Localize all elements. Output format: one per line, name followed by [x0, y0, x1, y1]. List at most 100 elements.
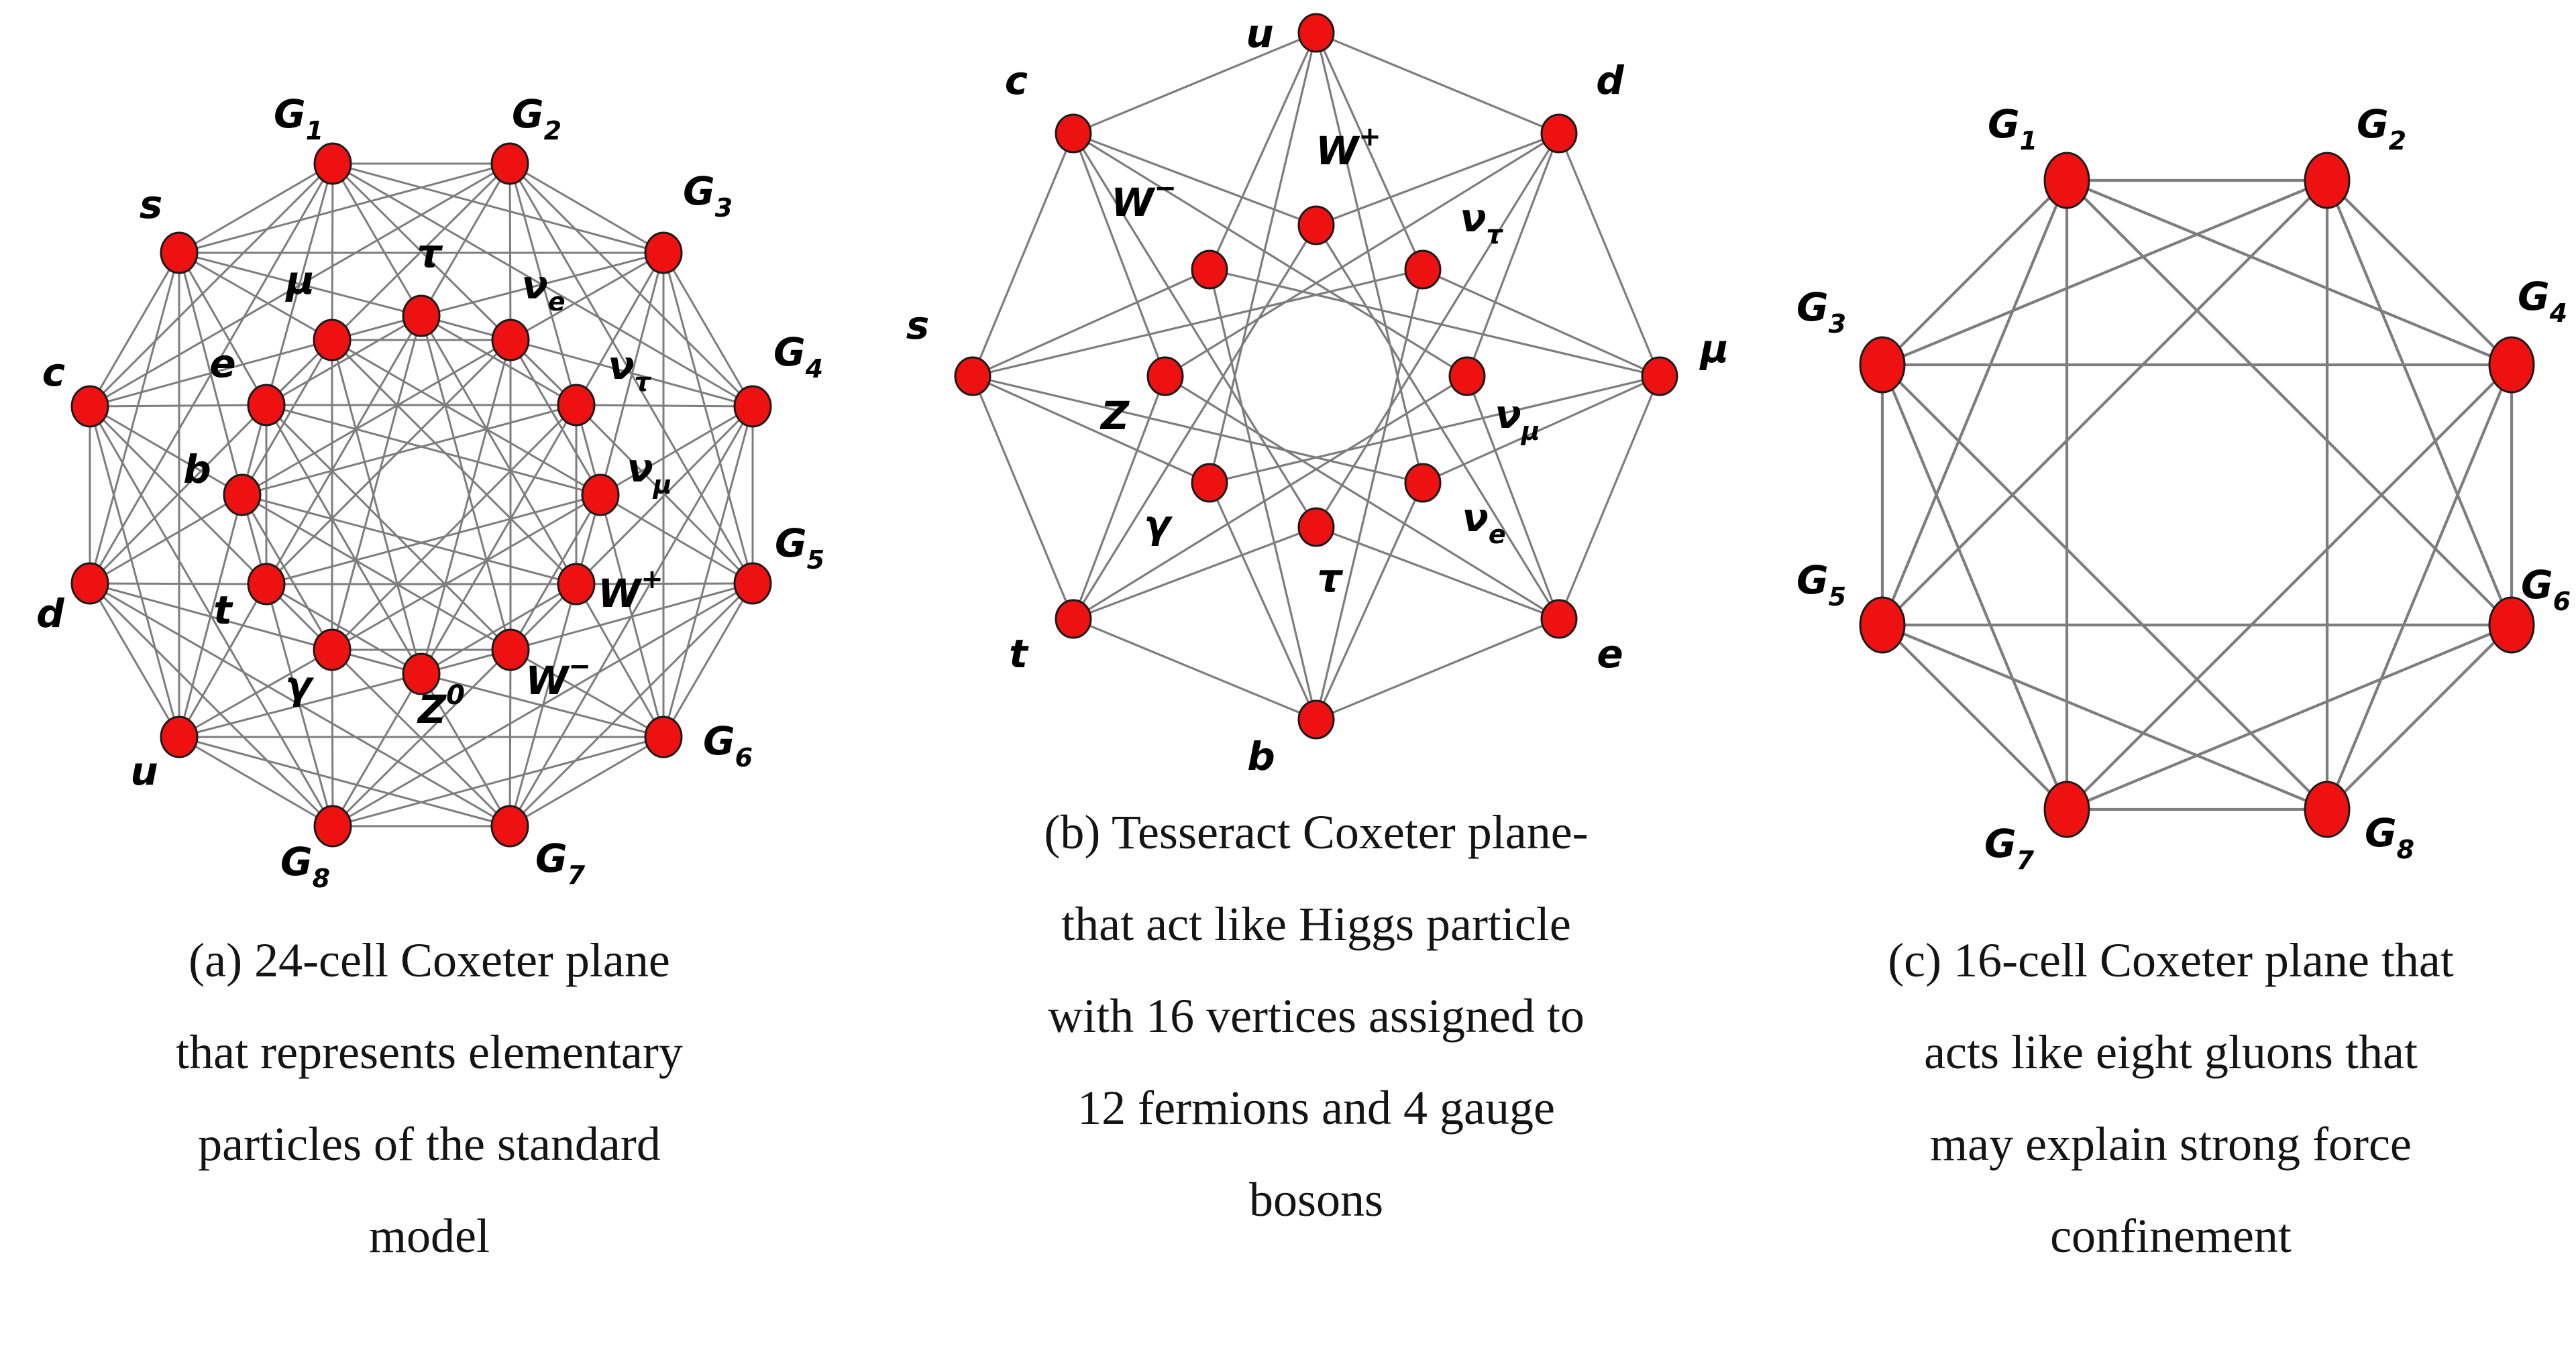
vertex-c-G8 — [2304, 781, 2351, 838]
vertex-b-numu — [1448, 356, 1486, 396]
edge-a-d-b — [89, 494, 243, 585]
edge-a-u-b — [178, 494, 244, 738]
edge-a-G4-wplus — [575, 405, 754, 585]
caption-line: model — [369, 1209, 490, 1263]
edge-a-nue-numu — [509, 339, 602, 496]
vertex-c-G7 — [2043, 781, 2090, 838]
vertex-c-G1 — [2043, 152, 2090, 209]
vertex-a-nutau — [557, 384, 596, 426]
vertex-a-s — [160, 231, 199, 274]
vertex-label-a-wplus: W+ — [598, 564, 663, 616]
edge-a-G8-t — [265, 583, 334, 827]
vertex-label-a-u: u — [130, 748, 158, 794]
edge-b-gamma-s — [972, 375, 1210, 484]
vertex-label-a-G6: G6 — [703, 718, 753, 773]
vertex-label-b-tau: τ — [1317, 555, 1343, 601]
vertex-a-wminus — [491, 628, 530, 671]
edge-a-wminus-b — [241, 494, 511, 651]
edge-a-G6-G7 — [509, 736, 664, 828]
edge-b-nue-b — [1315, 482, 1424, 720]
vertex-a-G1 — [313, 142, 352, 185]
vertex-label-b-b: b — [1247, 734, 1275, 779]
edge-a-mu-wplus — [331, 339, 578, 585]
edge-b-d-mu — [1558, 133, 1661, 377]
edge-a-gamma-tau — [331, 315, 423, 650]
vertex-label-a-G2: G2 — [512, 91, 561, 146]
vertex-label-a-gamma: γ — [285, 663, 314, 708]
edge-b-e-wplus — [1315, 225, 1560, 620]
edge-b-u-gamma — [1208, 32, 1318, 483]
caption-line: (b) Tesseract Coxeter plane- — [1044, 805, 1589, 859]
vertex-label-b-e: e — [1597, 631, 1623, 677]
vertex-a-G8 — [313, 805, 352, 848]
edge-b-u-nue — [1315, 32, 1424, 483]
edge-b-s-nutau — [972, 268, 1424, 378]
edge-a-e-numu — [266, 404, 601, 496]
edge-a-u-gamma — [178, 648, 333, 738]
edge-a-G3-nutau — [575, 252, 665, 406]
edge-a-numu-wminus — [509, 494, 602, 650]
edge-a-G7-z0 — [420, 673, 511, 827]
edge-c-G1-G3 — [1881, 179, 2068, 366]
vertex-label-a-G1: G1 — [274, 91, 323, 146]
edge-a-G3-numu — [599, 252, 665, 496]
vertex-label-b-nutau: ντ — [1460, 195, 1504, 249]
edge-a-G7-wminus — [508, 649, 512, 827]
vertex-label-a-t: t — [213, 587, 233, 633]
edge-a-G8-gamma — [331, 649, 334, 827]
vertex-a-G5 — [733, 562, 772, 605]
vertex-label-a-b: b — [183, 447, 211, 492]
vertex-label-a-e: e — [209, 341, 235, 386]
edge-b-c-tau — [1072, 133, 1318, 528]
vertex-b-nutau — [1404, 249, 1442, 290]
edge-b-wminus-s — [972, 268, 1210, 378]
vertex-label-c-G8: G8 — [2365, 810, 2414, 864]
vertex-a-G6 — [644, 716, 683, 758]
vertex-label-a-z0: Z0 — [417, 680, 465, 732]
vertex-a-tau — [402, 294, 441, 337]
edge-a-t-tau — [265, 315, 423, 585]
edge-a-numu-gamma — [331, 494, 601, 651]
vertex-label-b-c: c — [1005, 58, 1028, 103]
edge-a-wplus-z0 — [421, 583, 577, 675]
vertex-b-d — [1540, 113, 1578, 154]
edge-b-z-c — [1072, 133, 1167, 377]
edge-c-G4-G8 — [2326, 364, 2513, 810]
edge-a-G1-G3 — [332, 162, 664, 254]
vertex-label-b-z: Z — [1099, 393, 1130, 439]
edge-b-e-b — [1316, 618, 1560, 721]
edge-a-G5-wminus — [510, 582, 753, 651]
edge-b-b-wminus — [1208, 269, 1318, 720]
edge-a-c-G1 — [89, 162, 334, 408]
vertex-b-wplus — [1297, 205, 1335, 245]
edge-c-G5-G8 — [1882, 624, 2328, 811]
vertex-a-t — [247, 563, 286, 606]
edge-a-tau-wminus — [420, 315, 512, 650]
vertex-b-e — [1540, 599, 1578, 639]
vertex-a-mu — [313, 319, 352, 361]
edge-a-wplus-b — [241, 494, 577, 585]
vertex-label-c-G7: G7 — [1984, 821, 2035, 875]
caption-line: that act like Higgs particle — [1061, 897, 1571, 951]
edge-b-b-nutau — [1315, 269, 1424, 720]
vertex-label-a-mu: μ — [285, 258, 315, 303]
vertex-label-c-G1: G1 — [1988, 101, 2037, 156]
edge-b-c-numu — [1073, 132, 1468, 378]
vertex-a-nue — [491, 319, 530, 361]
edge-b-t-s — [971, 376, 1075, 620]
vertex-a-G3 — [644, 231, 683, 274]
edge-a-wminus-e — [265, 404, 512, 651]
edge-a-mu-numu — [331, 339, 601, 496]
edge-c-G2-G3 — [1882, 179, 2328, 366]
vertex-label-b-d: d — [1596, 58, 1624, 103]
vertex-label-a-G8: G8 — [280, 839, 330, 893]
edge-b-wplus-c — [1073, 132, 1317, 227]
edge-c-G3-G8 — [1881, 363, 2328, 811]
edge-a-G6-z0 — [421, 673, 664, 738]
edge-a-G2-G4 — [508, 162, 754, 408]
edge-a-G6-wminus — [510, 648, 664, 738]
edge-a-tau-nutau — [421, 315, 577, 406]
caption-line: with 16 vertices assigned to — [1048, 989, 1585, 1043]
edge-a-z0-mu — [331, 339, 423, 675]
